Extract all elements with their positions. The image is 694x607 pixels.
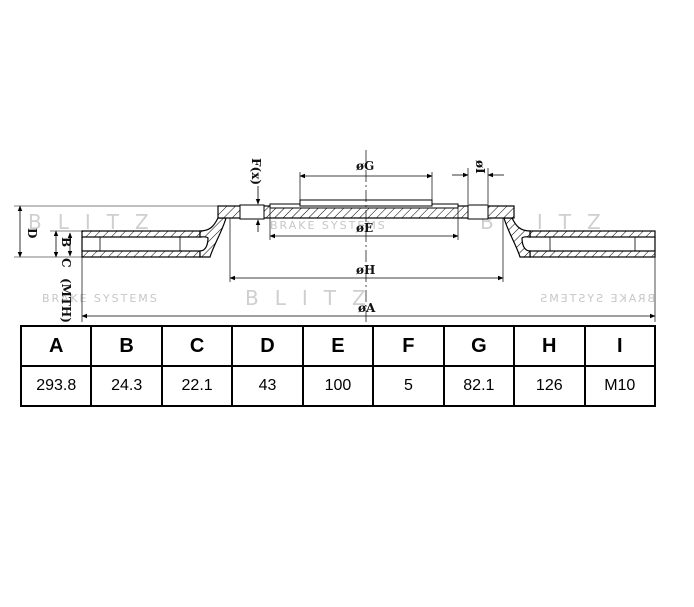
spec-header-h: H [513,325,586,367]
watermark-brand-left: BLITZ [28,210,165,234]
spec-header-a: A [19,325,93,367]
dimension-h-label: øH [356,263,375,277]
spec-value-i: M10 [583,365,656,407]
dimension-g: øG [299,159,433,200]
spec-header-i: I [583,325,656,367]
spec-header-c: C [160,325,234,367]
spec-value-f: 5 [372,365,445,407]
watermark-tagline-right-mirrored: BRAKE SYSTEMS [538,292,655,305]
dimension-a: øA [81,257,656,322]
spec-value-a: 293.8 [19,365,93,407]
dimension-f: F(x) [249,158,263,232]
spec-value-e: 100 [301,365,375,407]
spec-header-g: G [442,325,516,367]
spec-value-c: 22.1 [160,365,234,407]
spec-header-f: F [372,325,445,367]
right-friction-ring [529,230,656,258]
spec-header-d: D [231,325,304,367]
dimension-g-label: øG [356,159,374,173]
spec-value-d: 43 [231,365,304,407]
dimension-b: B [50,230,82,258]
dimension-e: øE [269,208,459,240]
dimension-a-label: øA [358,301,376,315]
dimension-i: øI [452,160,504,204]
watermark-tagline-left: BRAKE SYSTEMS [42,292,159,305]
dimension-h: øH [229,218,504,282]
spec-header-e: E [301,325,375,367]
min-thickness-label: (MTH) [59,278,73,323]
spec-value-g: 82.1 [442,365,516,407]
spec-value-h: 126 [513,365,586,407]
dimension-b-label: B [59,237,73,247]
dimension-c-label: C [59,258,73,268]
spec-table-header-row: A B C D E F G H I [19,325,656,367]
dimension-i-label: øI [473,160,487,174]
dimension-d: D [14,205,218,258]
watermark-tagline-center: BRAKE SYSTEMS [270,219,387,232]
spec-table-value-row: 293.8 24.3 22.1 43 100 5 82.1 126 M10 [19,365,656,407]
watermark-brand-center: BLITZ [245,286,382,310]
dimension-e-label: øE [356,221,373,235]
dimension-c: C (MTH) [59,232,73,323]
dimension-spec-table: A B C D E F G H I 293.8 24.3 22.1 43 100… [19,325,656,407]
dimension-f-label: F(x) [249,158,263,185]
watermark-layer: BLITZ BLITZ BLITZ BRAKE SYSTEMS BRAKE SY… [28,210,655,310]
left-friction-ring [81,230,201,258]
dimension-d-label: D [25,228,39,238]
spec-header-b: B [90,325,163,367]
spec-value-b: 24.3 [90,365,163,407]
